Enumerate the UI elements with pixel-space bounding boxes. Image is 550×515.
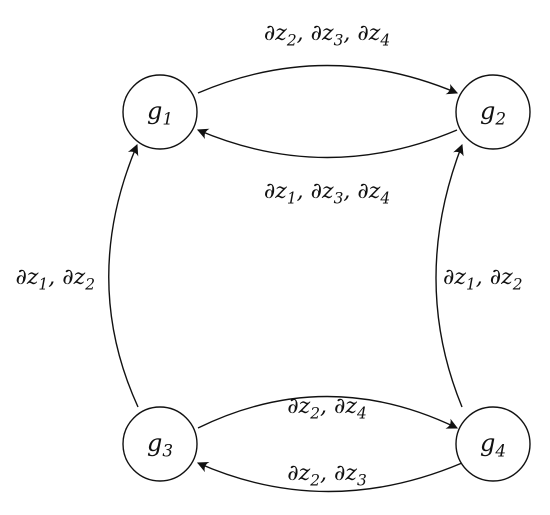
edge-label-g2-to-g1: ∂z1, ∂z3, ∂z4 — [263, 179, 391, 208]
node-g4-circle — [455, 406, 531, 482]
edge-g2-to-g1 — [196, 128, 458, 159]
edge-label-g4-to-g3: ∂z2, ∂z3 — [287, 461, 367, 490]
node-g2-circle — [455, 74, 531, 150]
edge-label-g3-to-g4: ∂z2, ∂z4 — [287, 394, 367, 423]
node-g3-circle — [122, 406, 198, 482]
edge-g4-to-g2 — [435, 143, 464, 408]
edge-g1-to-g2 — [197, 64, 459, 95]
node-g1-label: g1 — [146, 96, 174, 129]
edge-g3-to-g1 — [108, 143, 139, 408]
node-g4-label: g4 — [479, 428, 507, 461]
edge-label-g4-to-g2: ∂z1, ∂z2 — [443, 265, 523, 294]
node-g2-label: g2 — [479, 96, 507, 129]
edge-label-g1-to-g2: ∂z2, ∂z3, ∂z4 — [263, 21, 391, 50]
node-g1-circle — [122, 74, 198, 150]
edge-g3-to-g4 — [197, 395, 459, 429]
edge-label-g3-to-g1: ∂z1, ∂z2 — [15, 265, 95, 294]
edge-g4-to-g3 — [196, 461, 463, 493]
node-g3-label: g3 — [146, 428, 174, 461]
